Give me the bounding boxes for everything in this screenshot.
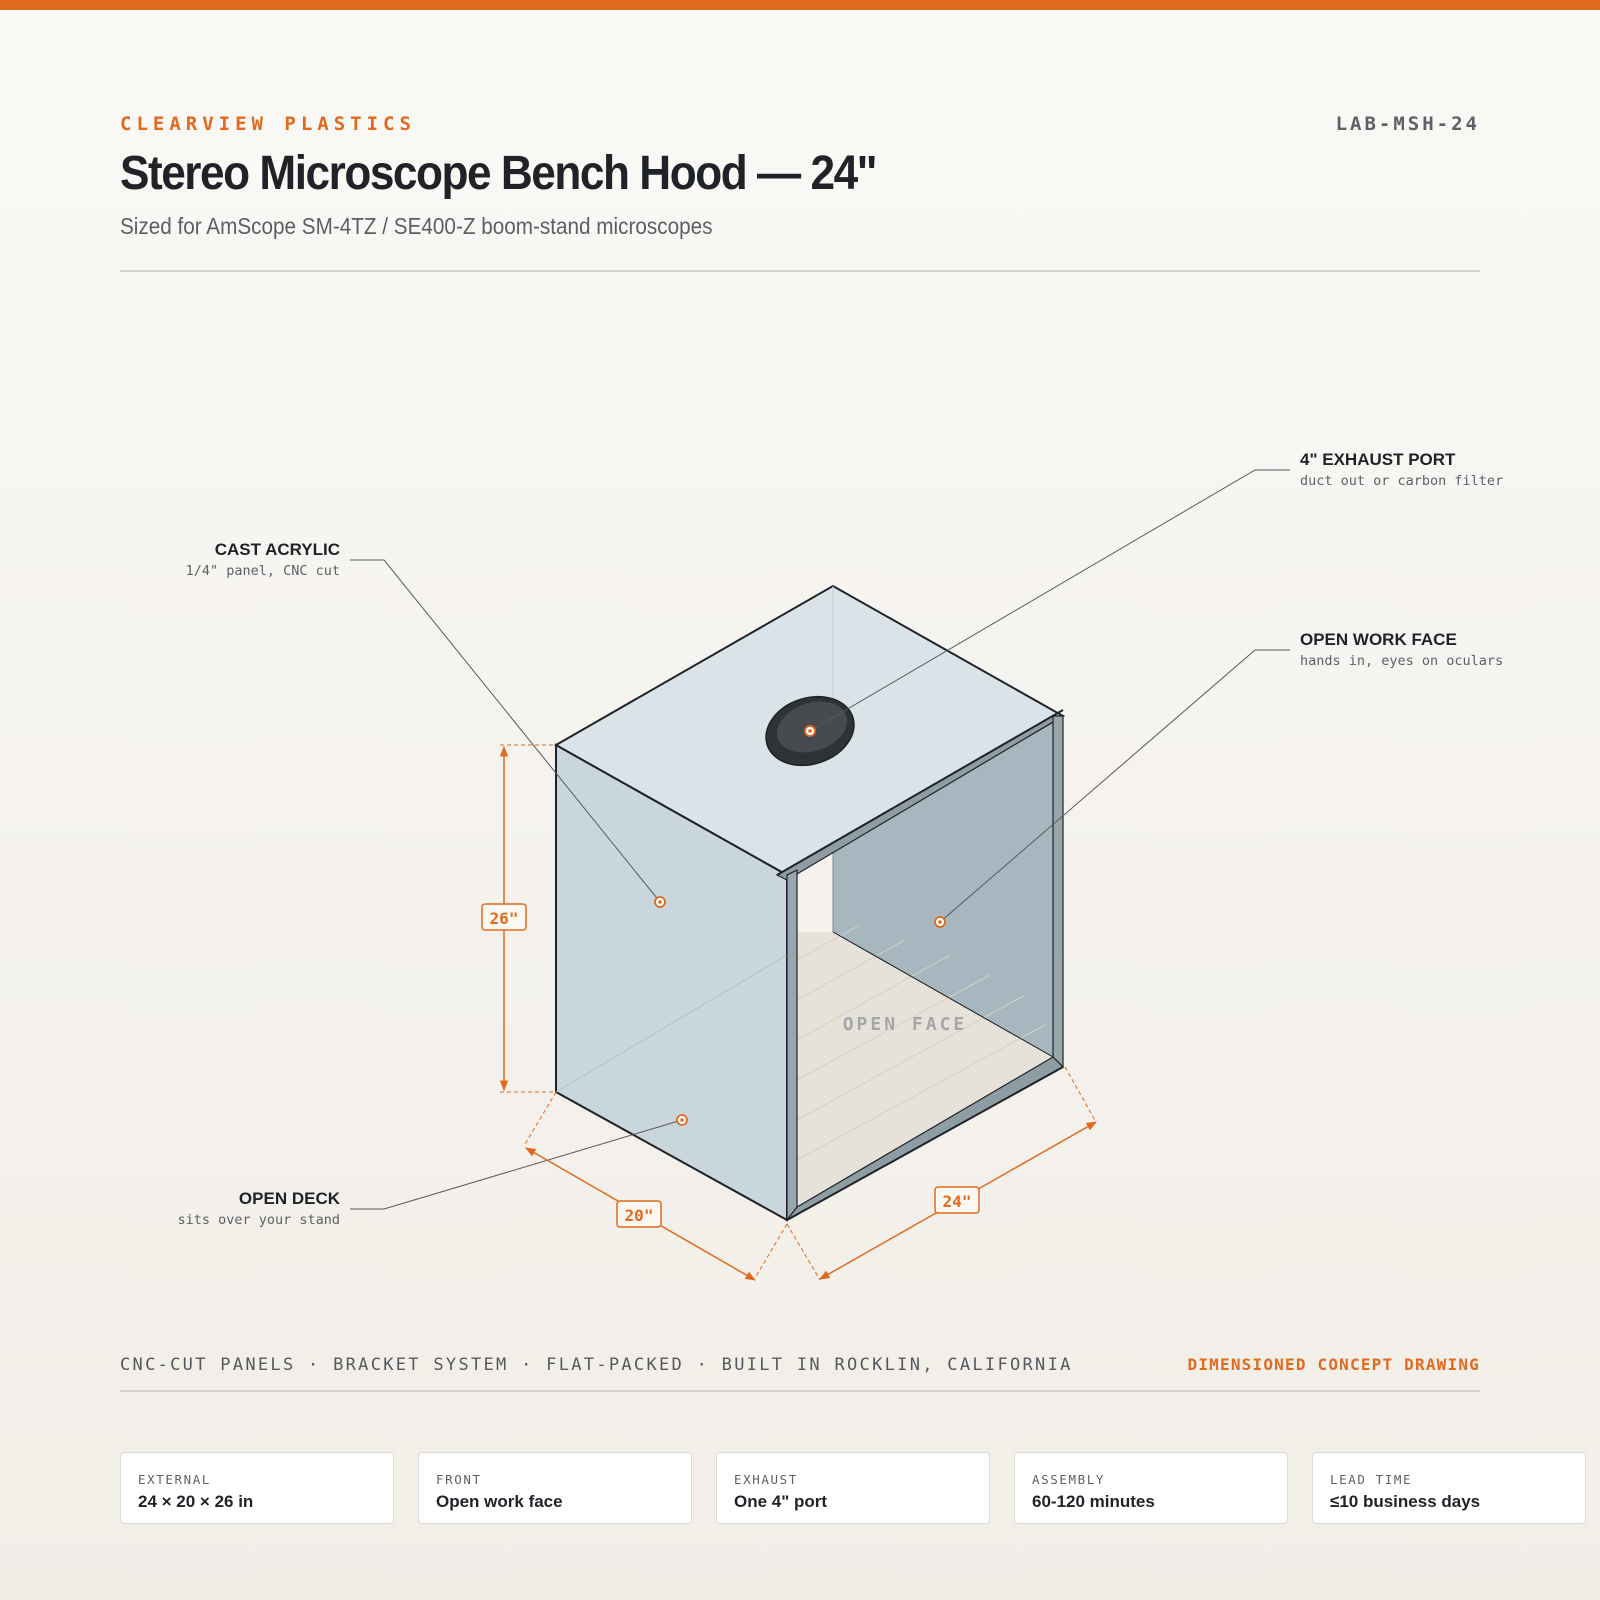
width-dimension-label: 24" — [943, 1192, 972, 1211]
acrylic-marker-icon — [654, 896, 666, 908]
spec-label: EXTERNAL — [138, 1472, 212, 1487]
spec-label: FRONT — [436, 1472, 482, 1487]
hood-front-frame-left — [786, 869, 798, 1221]
spec-card-lead-time: LEAD TIME ≤10 business days — [1312, 1452, 1586, 1524]
spec-card-external: EXTERNAL 24 × 20 × 26 in — [120, 1452, 394, 1524]
callout-exhaust-sub: duct out or carbon filter — [1300, 473, 1504, 489]
exhaust-marker-icon — [804, 725, 816, 737]
page-title: Stereo Microscope Bench Hood — 24" — [120, 147, 878, 200]
brand-name: CLEARVIEW PLASTICS — [120, 113, 416, 135]
callout-acrylic-title: CAST ACRYLIC — [214, 540, 340, 559]
deck-marker-icon — [676, 1114, 688, 1126]
depth-dimension: 20" — [523, 1091, 788, 1281]
spec-value: 24 × 20 × 26 in — [138, 1492, 254, 1511]
top-accent-bar — [0, 0, 1600, 10]
open-face-label: OPEN FACE — [843, 1014, 968, 1035]
spec-card-front: FRONT Open work face — [418, 1452, 692, 1524]
hood-front-frame-right — [1052, 715, 1064, 1069]
callout-deck-title: OPEN DECK — [238, 1189, 340, 1208]
spec-value: 60-120 minutes — [1032, 1492, 1155, 1511]
callout-acrylic-sub: 1/4" panel, CNC cut — [185, 563, 340, 579]
callout-deck-sub: sits over your stand — [177, 1212, 340, 1228]
drawing-type-tag: DIMENSIONED CONCEPT DRAWING — [1187, 1355, 1480, 1374]
feature-strip: CNC-CUT PANELS · BRACKET SYSTEM · FLAT-P… — [120, 1355, 1073, 1375]
footer-divider — [120, 1390, 1480, 1392]
spec-label: LEAD TIME — [1330, 1472, 1413, 1487]
spec-card-assembly: ASSEMBLY 60-120 minutes — [1014, 1452, 1288, 1524]
page-subtitle: Sized for AmScope SM-4TZ / SE400-Z boom-… — [120, 213, 713, 239]
spec-card-exhaust: EXHAUST One 4" port — [716, 1452, 990, 1524]
callout-exhaust-title: 4" EXHAUST PORT — [1300, 450, 1456, 469]
width-dimension: 24" — [786, 1066, 1097, 1281]
header-divider — [120, 270, 1480, 272]
spec-value: One 4" port — [734, 1492, 828, 1511]
hood-drawing: OPEN FACE 26" — [350, 469, 1290, 1281]
callout-markers — [654, 725, 946, 1126]
height-dimension-label: 26" — [490, 909, 519, 928]
callout-work-face-sub: hands in, eyes on oculars — [1300, 653, 1504, 669]
depth-dimension-label: 20" — [625, 1206, 654, 1225]
callout-leaders — [350, 469, 1290, 1210]
height-dimension: 26" — [481, 744, 556, 1093]
spec-label: ASSEMBLY — [1032, 1472, 1106, 1487]
spec-value: ≤10 business days — [1330, 1492, 1481, 1511]
callout-work-face-title: OPEN WORK FACE — [1300, 630, 1457, 649]
product-sku: LAB-MSH-24 — [1335, 113, 1480, 135]
work-face-marker-icon — [934, 916, 946, 928]
spec-value: Open work face — [436, 1492, 563, 1511]
spec-label: EXHAUST — [734, 1472, 798, 1487]
